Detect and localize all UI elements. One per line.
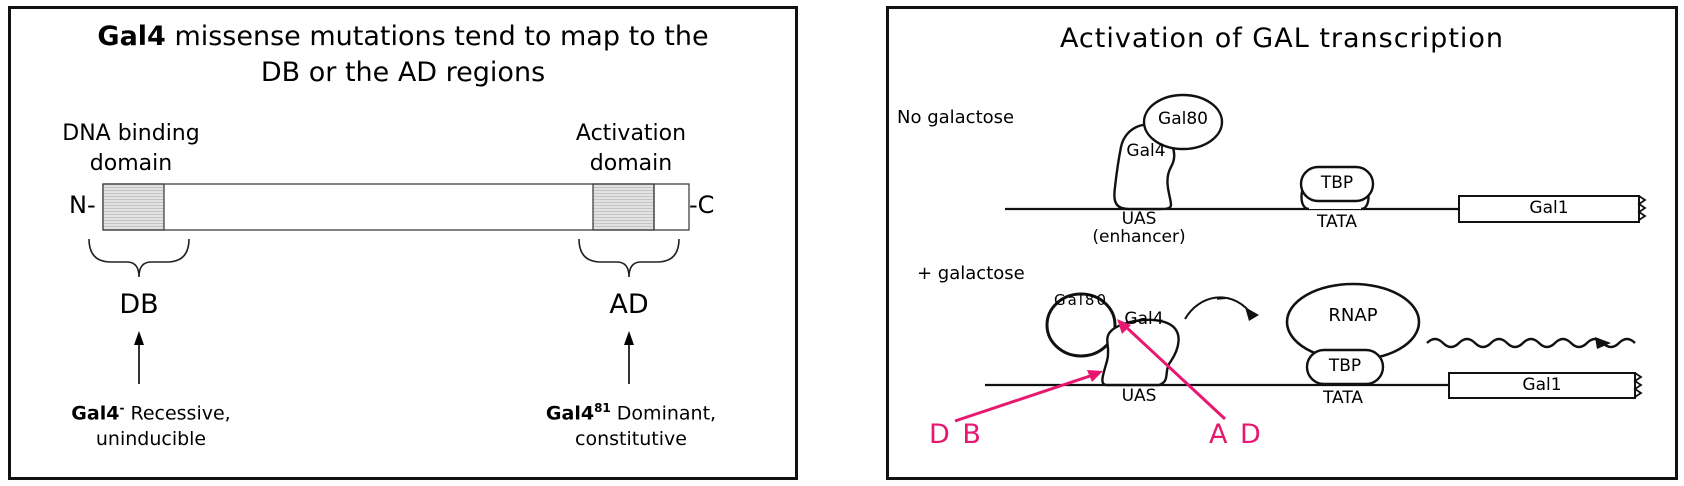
db-pointer-arrow <box>954 373 1094 423</box>
db-brace <box>88 238 190 278</box>
gal1-gene-top <box>1458 195 1640 223</box>
gal-transcription-graphic <box>954 93 1647 423</box>
gal1-gene-bottom <box>1448 372 1636 399</box>
gal80-top-shape <box>1142 93 1224 151</box>
no-galactose-label: No galactose <box>897 107 1015 128</box>
ad-pointer-arrow-head-icon <box>1117 319 1131 334</box>
db-domain-region <box>102 183 165 231</box>
gal1-top-label: Gal1 <box>1529 198 1569 218</box>
gal-transcription-panel: Activation of GAL transcription No galac… <box>886 6 1678 480</box>
gal1-bottom-label: Gal1 <box>1522 375 1562 395</box>
gal80-top-label: Gal80 <box>1158 109 1208 129</box>
plus-galactose-label: + galactose <box>917 263 1025 284</box>
ad-arrow-icon <box>624 331 634 345</box>
ad-pointer-arrow <box>1123 324 1227 421</box>
right-panel-title: Activation of GAL transcription <box>1059 23 1505 54</box>
db-label: DB <box>119 289 159 320</box>
left-panel-title: Gal4 missense mutations tend to map to t… <box>97 21 709 88</box>
gal4-minus-mutant-description: Gal4- Recessive, uninducible <box>71 401 231 451</box>
gal80-bottom-shape <box>1045 292 1117 358</box>
ad-label: AD <box>609 289 649 320</box>
transcript-arrow-icon <box>1595 337 1611 349</box>
tbp-bottom-shape <box>1305 348 1385 386</box>
gal4-domain-map-panel: Gal4 missense mutations tend to map to t… <box>8 6 798 480</box>
gal4-top-label: Gal4 <box>1126 141 1166 161</box>
db-annotation: D B <box>929 419 983 450</box>
gal4-domain-map-graphic <box>88 183 690 384</box>
tata-top-label: TATA <box>1316 212 1358 232</box>
gal80-bottom-label: Gal80 <box>1053 291 1109 309</box>
db-pointer-arrow-head-icon <box>1087 370 1103 382</box>
db-arrow-icon <box>134 331 144 345</box>
ad-annotation: A D <box>1209 419 1263 450</box>
ad-brace <box>578 238 680 278</box>
tbp-top-label: TBP <box>1320 173 1354 193</box>
uas-enhancer-label: UAS(enhancer) <box>1092 209 1186 247</box>
activation-arrow-head-icon <box>1245 307 1259 321</box>
tbp-top-shape <box>1299 165 1375 203</box>
rnap-label: RNAP <box>1328 305 1378 326</box>
gal4-bottom-shape <box>1101 318 1180 387</box>
tbp-bottom-label: TBP <box>1328 356 1362 376</box>
gal4-81-mutant-description: Gal481 Dominant, constitutive <box>545 401 717 451</box>
uas-bottom-label: UAS <box>1121 386 1157 406</box>
gal4-bottom-label: Gal4 <box>1124 309 1164 329</box>
activation-arrow <box>1184 296 1250 320</box>
activation-domain-label: Activation domain <box>575 121 687 176</box>
gal4-protein-bar <box>102 183 690 231</box>
ad-domain-region <box>592 183 655 231</box>
c-terminus-label: -C <box>689 191 715 219</box>
tata-bottom-label: TATA <box>1322 388 1364 408</box>
n-terminus-label: N- <box>69 191 96 219</box>
dna-binding-domain-label: DNA binding domain <box>62 121 200 176</box>
